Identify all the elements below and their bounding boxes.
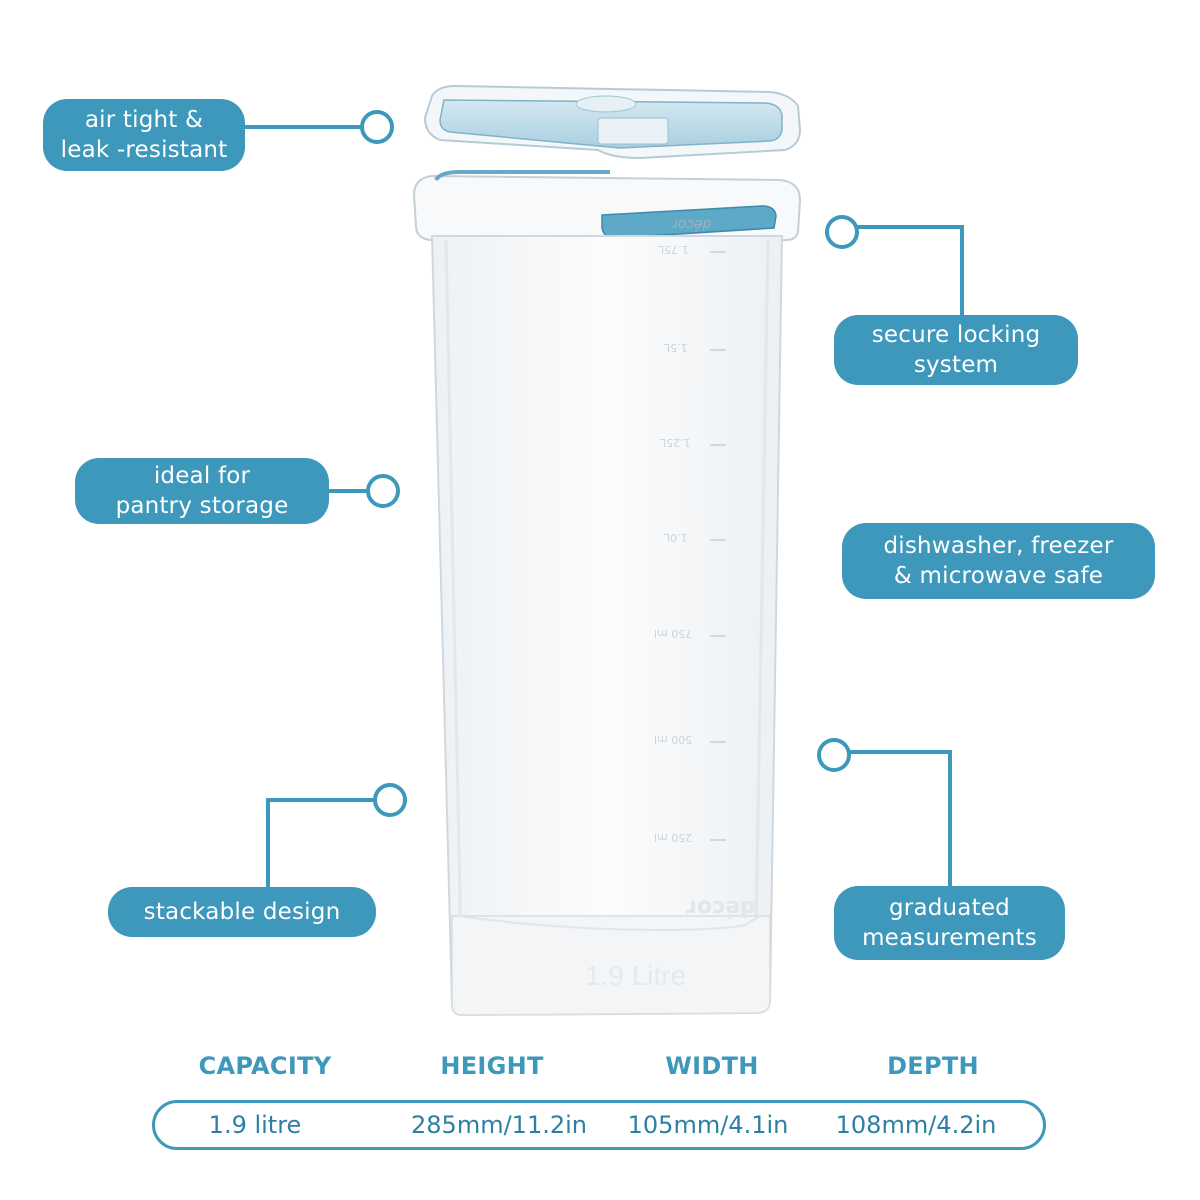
callout-graduated-text: graduated measurements (862, 895, 1037, 951)
specs-row (152, 1100, 1046, 1150)
connector-dot-airtight (360, 110, 394, 144)
spec-value-width: 105mm/4.1in (627, 1111, 789, 1139)
scale-label-2: 1.5L (664, 341, 688, 354)
connector-locking (857, 225, 964, 318)
connector-dot-locking (825, 215, 859, 249)
scale-label-6: 500 ml (654, 733, 693, 746)
callout-dishwasher-text: dishwasher, freezer & microwave safe (883, 533, 1114, 589)
spec-value-height: 285mm/11.2in (411, 1111, 587, 1139)
spec-header-depth: DEPTH (887, 1052, 979, 1080)
lid (423, 84, 802, 160)
callout-airtight: air tight & leak -resistant (43, 99, 245, 171)
spec-value-depth: 108mm/4.2in (835, 1111, 997, 1139)
callout-stackable: stackable design (108, 887, 376, 937)
callout-pantry: ideal for pantry storage (75, 458, 329, 524)
callout-stackable-text: stackable design (143, 899, 341, 925)
spec-header-width: WIDTH (665, 1052, 759, 1080)
scale-label-5: 750 ml (654, 627, 693, 640)
scale-label-4: 1.0L (664, 531, 688, 544)
spec-value-capacity: 1.9 litre (208, 1111, 302, 1139)
container-body (412, 170, 802, 1017)
connector-dot-pantry (366, 474, 400, 508)
connector-stackable (266, 798, 375, 890)
spec-header-capacity: CAPACITY (198, 1052, 332, 1080)
scale-label-7: 250 ml (654, 831, 693, 844)
callout-locking-text: secure locking system (871, 322, 1041, 378)
brand-logo-clip: décor (672, 216, 712, 232)
callout-dishwasher: dishwasher, freezer & microwave safe (842, 523, 1155, 599)
callout-pantry-text: ideal for pantry storage (115, 463, 289, 519)
brand-logo-base: décor (686, 895, 756, 920)
scale-label-1: 1.75L (658, 243, 689, 256)
callout-graduated: graduated measurements (834, 886, 1065, 960)
scale-label-3: 1.25L (660, 436, 691, 449)
connector-dot-graduated (817, 738, 851, 772)
callout-locking: secure locking system (834, 315, 1078, 385)
spec-header-height: HEIGHT (440, 1052, 544, 1080)
graduation-ticks (710, 251, 726, 841)
callout-airtight-text: air tight & leak -resistant (60, 107, 228, 163)
capacity-embossed: 1.9 Litre (585, 960, 687, 991)
connector-graduated (849, 750, 952, 888)
